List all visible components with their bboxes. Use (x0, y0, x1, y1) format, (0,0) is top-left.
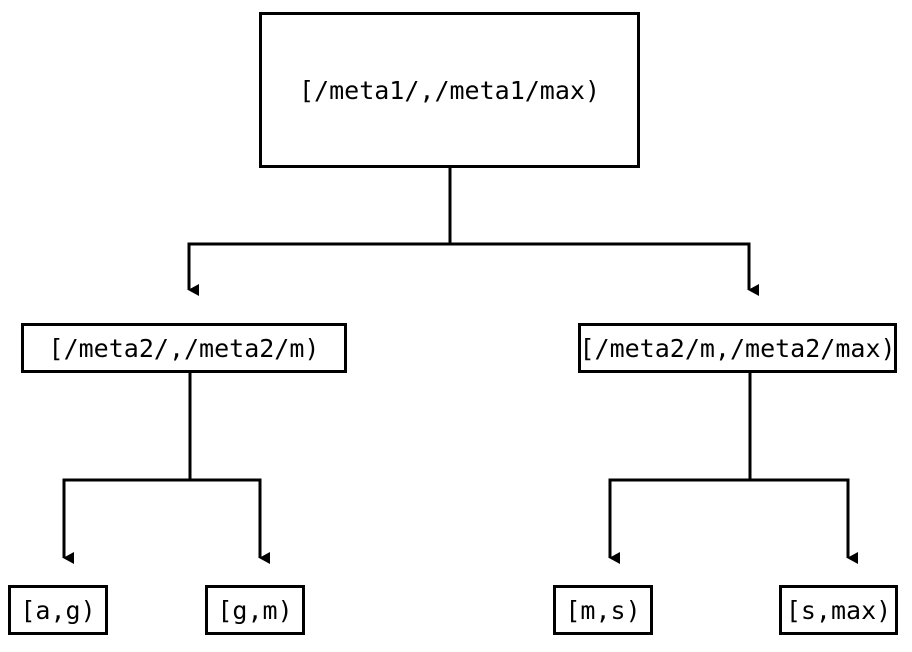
edge-root-to-meta2-high (448, 168, 759, 296)
edge-meta2-low-to-leaf-ag (62, 373, 192, 564)
tree-node-meta2-high[interactable]: [/meta2/m,/meta2/max) (578, 323, 897, 373)
edge-meta2-low-to-leaf-gm (188, 373, 270, 564)
tree-node-leaf-gm-label: [g,m) (217, 595, 293, 625)
tree-node-leaf-gm[interactable]: [g,m) (205, 585, 305, 635)
tree-node-root-label: [/meta1/,/meta1/max) (298, 75, 601, 105)
tree-node-leaf-ag-label: [a,g) (20, 595, 96, 625)
edge-root-to-meta2-low (187, 168, 452, 296)
tree-node-root[interactable]: [/meta1/,/meta1/max) (259, 12, 640, 168)
tree-node-leaf-smax-label: [s,max) (785, 595, 892, 625)
tree-node-meta2-low[interactable]: [/meta2/,/meta2/m) (21, 323, 347, 373)
tree-node-meta2-low-label: [/meta2/,/meta2/m) (48, 333, 320, 363)
edge-meta2-high-to-leaf-smax (748, 373, 858, 564)
tree-node-leaf-ag[interactable]: [a,g) (8, 585, 108, 635)
edge-meta2-high-to-leaf-ms (608, 373, 752, 564)
tree-node-leaf-ms-label: [m,s) (565, 595, 641, 625)
tree-node-leaf-smax[interactable]: [s,max) (779, 585, 898, 635)
tree-node-meta2-high-label: [/meta2/m,/meta2/max) (579, 333, 896, 363)
tree-node-leaf-ms[interactable]: [m,s) (553, 585, 653, 635)
